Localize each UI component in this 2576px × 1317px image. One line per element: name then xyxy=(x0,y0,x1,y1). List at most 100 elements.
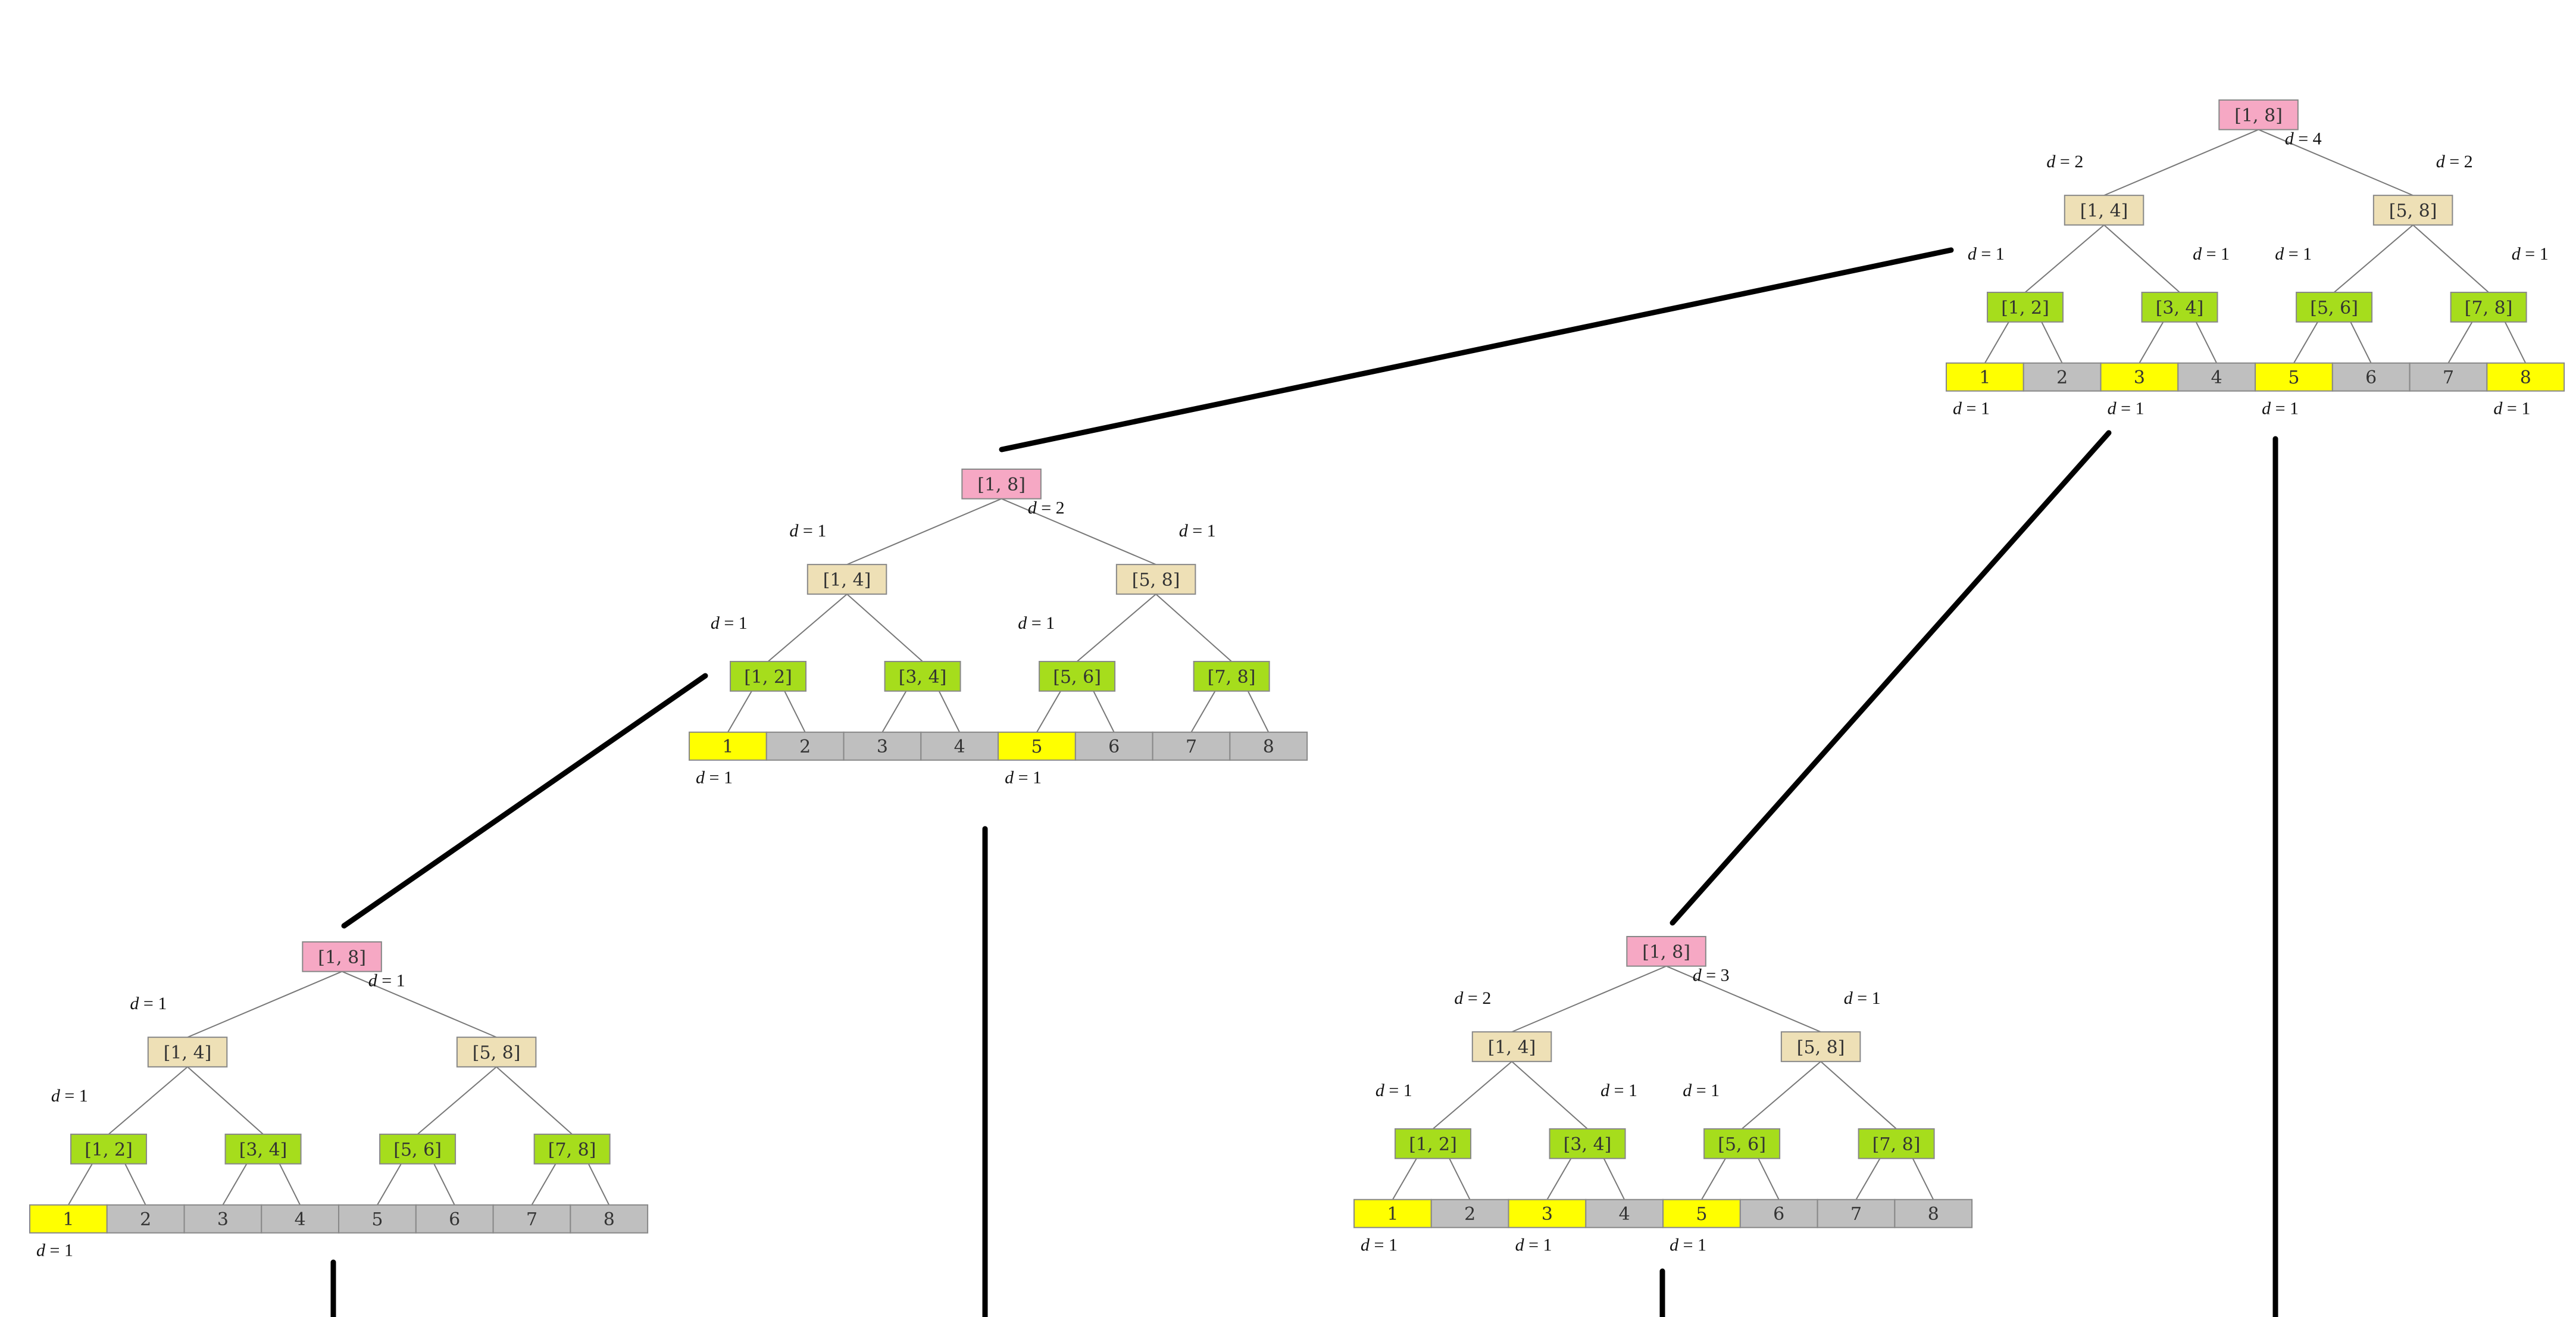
leaf-label: 1 xyxy=(1979,367,1990,388)
level2-node-box xyxy=(2450,292,2527,323)
level2-node-label: [7, 8] xyxy=(2465,298,2513,319)
leaf-label: 3 xyxy=(2134,367,2145,388)
level2-node: [5, 6] xyxy=(1703,1128,1781,1159)
tree-edge xyxy=(1912,1158,1934,1200)
tree-edge xyxy=(2103,129,2259,196)
level1-node-label: [5, 8] xyxy=(2389,201,2437,221)
level1-d-label: d = 1 xyxy=(789,521,826,541)
level1-node-box xyxy=(456,1037,537,1068)
level1-d-label: d = 1 xyxy=(1844,988,1881,1008)
level1-node-box xyxy=(1115,564,1196,595)
level2-node-box xyxy=(1703,1128,1781,1159)
tree-edge xyxy=(2333,224,2414,293)
level2-node: [5, 6] xyxy=(379,1134,457,1165)
root-d-label: d = 2 xyxy=(1028,498,1065,518)
root-node-label: [1, 8] xyxy=(2234,105,2283,126)
leaf-cell xyxy=(1739,1199,1818,1228)
leaf-cell xyxy=(2177,362,2256,392)
root-node-box xyxy=(302,941,382,972)
level1-node: [1, 4] xyxy=(806,564,887,595)
leaf-label: 1 xyxy=(62,1209,74,1230)
leaf-cell xyxy=(1508,1199,1587,1228)
level1-node: [5, 8] xyxy=(1115,564,1196,595)
tree-edge xyxy=(1036,691,1061,733)
level2-d-label: d = 1 xyxy=(1683,1081,1720,1100)
tree-edge xyxy=(124,1163,146,1206)
level2-node: [1, 2] xyxy=(1395,1128,1472,1159)
level2-node-box xyxy=(884,661,961,692)
level2-node-box xyxy=(533,1134,611,1165)
tree-edge xyxy=(1546,1158,1572,1200)
level1-d-label: d = 1 xyxy=(130,994,167,1013)
leaf-label: 7 xyxy=(2443,367,2454,388)
level1-node-label: [1, 4] xyxy=(1488,1037,1536,1058)
leaf-cell xyxy=(1074,731,1153,761)
tree-edge xyxy=(727,691,752,733)
level2-node-label: [7, 8] xyxy=(1208,667,1256,688)
leaf-cell xyxy=(338,1204,417,1234)
level1-node: [5, 8] xyxy=(1780,1031,1861,1062)
level2-node-label: [1, 2] xyxy=(2001,298,2049,319)
leaf-cell xyxy=(765,731,845,761)
tree-edge xyxy=(1820,1061,1897,1129)
level1-node-label: [1, 4] xyxy=(164,1043,212,1063)
level2-node-label: [5, 6] xyxy=(1053,667,1101,688)
leaf-d-label: d = 1 xyxy=(1670,1235,1706,1254)
level2-node-label: [7, 8] xyxy=(548,1140,596,1160)
leaf-label: 7 xyxy=(526,1209,537,1230)
root-node-label: [1, 8] xyxy=(977,475,1026,495)
tree-edge xyxy=(881,691,907,733)
level2-node-label: [3, 4] xyxy=(239,1140,287,1160)
level1-node: [1, 4] xyxy=(147,1037,228,1068)
leaf-label: 1 xyxy=(1387,1204,1398,1225)
leaf-label: 2 xyxy=(799,736,811,757)
root-d-label: d = 3 xyxy=(1693,966,1730,985)
level2-node: [5, 6] xyxy=(1039,661,1116,692)
leaf-label: 7 xyxy=(1186,736,1197,757)
root-d-label: d = 1 xyxy=(368,971,405,991)
leaf-cell xyxy=(689,731,767,761)
tree-edge xyxy=(2103,224,2180,293)
leaf-cell xyxy=(261,1204,340,1234)
connector-line xyxy=(999,247,1954,452)
level2-node-box xyxy=(1395,1128,1472,1159)
level1-node-box xyxy=(1471,1031,1552,1062)
root-node-label: [1, 8] xyxy=(1642,942,1690,963)
leaf-label: 4 xyxy=(954,736,965,757)
level2-d-label: d = 1 xyxy=(2193,244,2230,264)
level1-node-label: [5, 8] xyxy=(473,1043,521,1063)
leaf-cell xyxy=(2331,362,2411,392)
level2-d-label: d = 1 xyxy=(1375,1081,1412,1100)
tree-edge xyxy=(2504,322,2527,364)
tree-edge xyxy=(1190,691,1216,733)
level2-d-label: d = 1 xyxy=(1600,1081,1637,1100)
tree-edge xyxy=(2195,322,2218,364)
leaf-d-label: d = 1 xyxy=(1515,1235,1552,1254)
level1-node: [1, 4] xyxy=(1471,1031,1552,1062)
tree-edge xyxy=(784,691,806,733)
level1-node-label: [1, 4] xyxy=(823,570,871,591)
level2-node-label: [5, 6] xyxy=(2310,298,2358,319)
tree-edge xyxy=(1155,594,1232,662)
leaf-label: 6 xyxy=(1108,736,1120,757)
level2-d-label: d = 1 xyxy=(2512,244,2549,264)
leaf-label: 3 xyxy=(1542,1204,1553,1225)
tree-edge xyxy=(1741,1061,1821,1129)
level2-node-box xyxy=(379,1134,457,1165)
leaf-cell xyxy=(183,1204,262,1234)
root-node: [1, 8] xyxy=(2218,99,2299,130)
leaf-d-label: d = 1 xyxy=(1953,398,1990,418)
leaf-label: 6 xyxy=(2365,367,2377,388)
level2-node: [1, 2] xyxy=(1987,292,2064,323)
level1-node: [5, 8] xyxy=(2372,195,2453,226)
level1-d-label: d = 1 xyxy=(1179,521,1216,541)
leaf-d-label: d = 1 xyxy=(2108,398,2144,418)
leaf-cell xyxy=(2486,362,2565,392)
tree-connector-arrows xyxy=(330,247,2278,1317)
leaf-label: 6 xyxy=(449,1209,460,1230)
level2-node-box xyxy=(70,1134,148,1165)
level2-node-label: [1, 2] xyxy=(1409,1134,1457,1155)
